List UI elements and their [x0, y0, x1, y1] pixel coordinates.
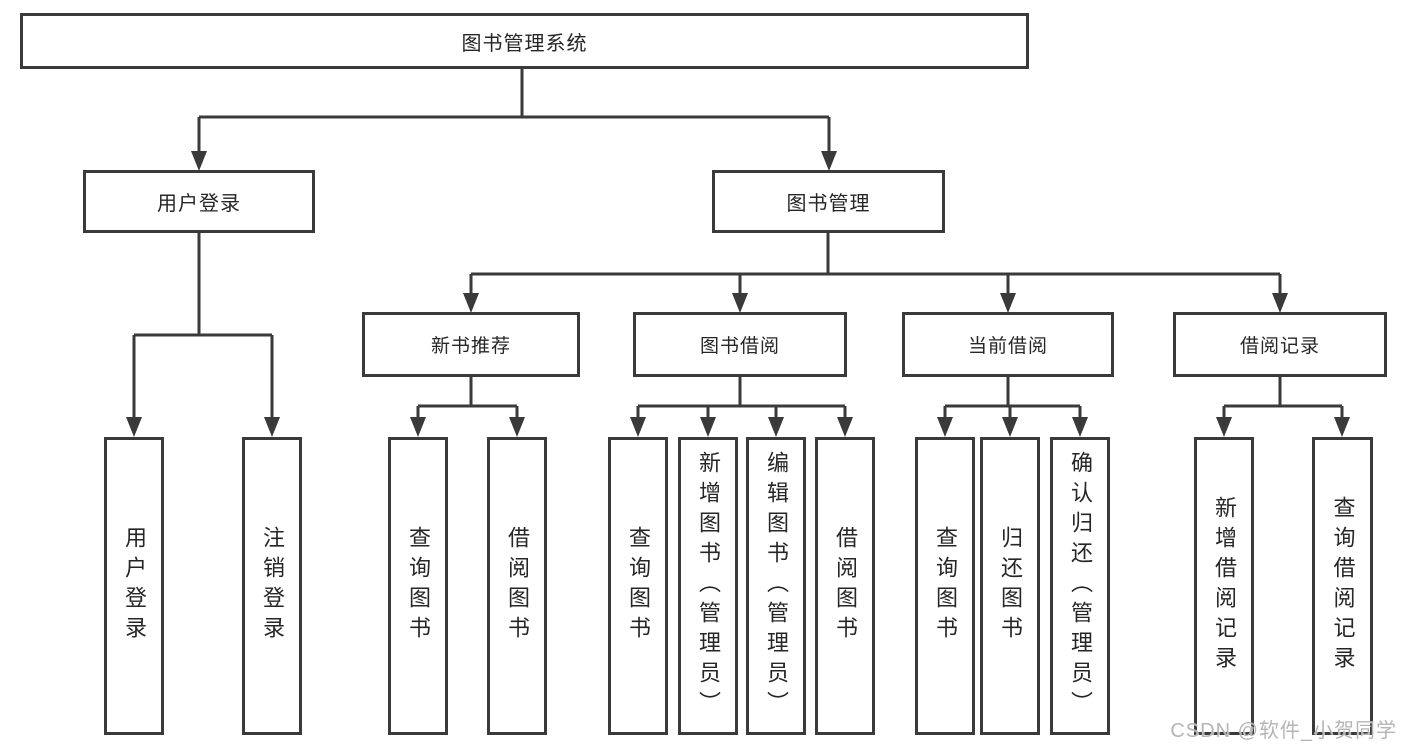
- node-label: 图书管理系统: [461, 32, 588, 55]
- node-label: 图书管理: [786, 193, 871, 215]
- leaf-query-book: 查询图书: [915, 437, 975, 735]
- node-label: 新增图书（管理员）: [696, 451, 721, 721]
- node-label: 新书推荐: [430, 336, 511, 357]
- node-label: 当前借阅: [967, 336, 1048, 357]
- leaf-query-book: 查询图书: [608, 437, 668, 735]
- node-label: 注销登录: [260, 526, 285, 646]
- node-label: 用户登录: [122, 526, 147, 646]
- leaf-edit-book-admin: 编辑图书（管理员）: [746, 437, 806, 735]
- node-borrow-record: 借阅记录: [1173, 312, 1387, 377]
- node-label: 编辑图书（管理员）: [764, 451, 789, 721]
- leaf-borrow-book: 借阅图书: [487, 437, 547, 735]
- node-label: 查询图书: [406, 526, 431, 646]
- node-label: 借阅图书: [505, 526, 530, 646]
- leaf-add-book-admin: 新增图书（管理员）: [678, 437, 738, 735]
- leaf-user-login: 用户登录: [104, 437, 164, 735]
- node-label: 查询图书: [626, 526, 651, 646]
- leaf-query-borrow-record: 查询借阅记录: [1312, 437, 1373, 735]
- node-label: 借阅记录: [1239, 336, 1320, 357]
- node-label: 查询借阅记录: [1330, 496, 1356, 676]
- leaf-borrow-book: 借阅图书: [815, 437, 875, 735]
- leaf-query-book: 查询图书: [388, 437, 448, 735]
- node-book-borrow: 图书借阅: [633, 312, 847, 377]
- leaf-logout: 注销登录: [242, 437, 302, 735]
- node-label: 确认归还（管理员）: [1068, 451, 1093, 721]
- node-user-login: 用户登录: [83, 170, 315, 233]
- leaf-confirm-return-admin: 确认归还（管理员）: [1050, 437, 1110, 735]
- node-label: 用户登录: [157, 193, 241, 215]
- node-label: 归还图书: [998, 526, 1023, 646]
- node-book-management: 图书管理: [712, 170, 945, 233]
- node-new-book-recommend: 新书推荐: [362, 312, 580, 377]
- node-label: 查询图书: [933, 526, 958, 646]
- csdn-watermark: CSDN @软件_小贺同学: [1170, 720, 1397, 742]
- node-current-borrow: 当前借阅: [902, 312, 1114, 377]
- node-label: 图书借阅: [699, 336, 780, 357]
- node-label: 新增借阅记录: [1212, 496, 1237, 676]
- node-book-management-system: 图书管理系统: [20, 13, 1029, 69]
- leaf-add-borrow-record: 新增借阅记录: [1194, 437, 1254, 735]
- node-label: 借阅图书: [833, 526, 858, 646]
- leaf-return-book: 归还图书: [980, 437, 1040, 735]
